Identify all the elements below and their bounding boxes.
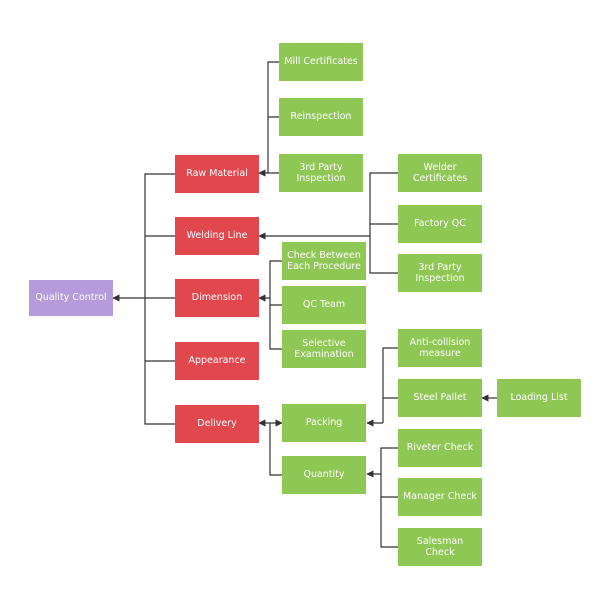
mill-certificates-node[interactable]: Mill Certificates [279, 43, 363, 81]
quality-control-node[interactable]: Quality Control [29, 280, 113, 316]
riveter-check-node[interactable]: Riveter Check [398, 429, 482, 467]
edge-categories-to-root [113, 173, 175, 425]
delivery-node[interactable]: Delivery [175, 405, 259, 443]
anti-collision-measure-node[interactable]: Anti-collision measure [398, 329, 482, 367]
edge-packing-items [367, 347, 398, 423]
edge-quantity-items [367, 447, 398, 548]
steel-pallet-node[interactable]: Steel Pallet [398, 379, 482, 417]
edge-welding-line-items [259, 172, 398, 274]
quantity-node[interactable]: Quantity [282, 456, 366, 494]
salesman-check-node[interactable]: Salesman Check [398, 528, 482, 566]
raw-material-node[interactable]: Raw Material [175, 155, 259, 193]
welding-third-party-inspection-node[interactable]: 3rd Party Inspection [398, 254, 482, 292]
welding-line-node[interactable]: Welding Line [175, 217, 259, 255]
reinspection-node[interactable]: Reinspection [279, 98, 363, 136]
appearance-node[interactable]: Appearance [175, 342, 259, 380]
factory-qc-node[interactable]: Factory QC [398, 205, 482, 243]
edge-dimension-items [259, 260, 282, 350]
edge-raw-material-items [259, 61, 279, 173]
dimension-node[interactable]: Dimension [175, 279, 259, 317]
manager-check-node[interactable]: Manager Check [398, 478, 482, 516]
welder-certificates-node[interactable]: Welder Certificates [398, 154, 482, 192]
selective-examination-node[interactable]: Selective Examination [282, 330, 366, 368]
raw-material-third-party-inspection-node[interactable]: 3rd Party Inspection [279, 154, 363, 192]
packing-node[interactable]: Packing [282, 404, 366, 442]
edge-delivery-items [258, 419, 282, 476]
qc-team-node[interactable]: QC Team [282, 286, 366, 324]
check-between-procedure-node[interactable]: Check Between Each Procedure [282, 242, 366, 280]
loading-list-node[interactable]: Loading List [497, 379, 581, 417]
